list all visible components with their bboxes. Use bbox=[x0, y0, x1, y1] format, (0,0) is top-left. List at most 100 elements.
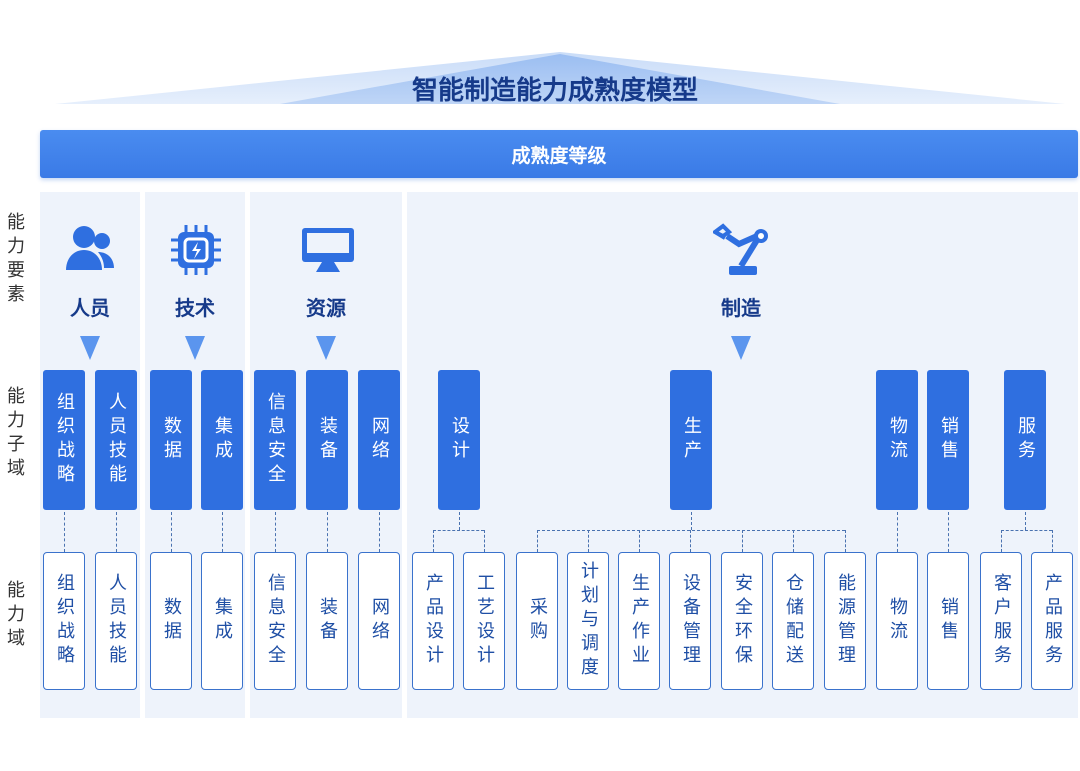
subdomain-box-label: 信息安全 bbox=[265, 392, 286, 488]
subdomain-box: 销售 bbox=[927, 370, 969, 510]
domain-box-label: 产品设计 bbox=[423, 573, 444, 669]
connector-line bbox=[484, 530, 485, 552]
domain-box: 物流 bbox=[876, 552, 918, 690]
element-label-manufacturing: 制造 bbox=[721, 296, 761, 320]
connector-line bbox=[433, 530, 434, 552]
subdomain-box-label: 网络 bbox=[369, 416, 390, 464]
row-label-domains: 能力域 bbox=[2, 580, 26, 660]
connector-line bbox=[639, 530, 640, 552]
domain-box-label: 人员技能 bbox=[106, 573, 127, 669]
connector-line bbox=[1025, 512, 1026, 530]
connector-line bbox=[537, 530, 538, 552]
connector-line bbox=[897, 512, 898, 552]
subdomain-box-label: 数据 bbox=[161, 416, 182, 464]
robot-arm-icon bbox=[713, 223, 768, 275]
element-label-people: 人员 bbox=[70, 296, 110, 320]
subdomain-box: 信息安全 bbox=[254, 370, 296, 510]
domain-box-label: 数据 bbox=[161, 597, 182, 645]
connector-line bbox=[690, 530, 691, 552]
connector-line bbox=[459, 512, 460, 530]
chip-icon bbox=[171, 225, 221, 275]
subdomain-box: 设计 bbox=[438, 370, 480, 510]
row-label-text: 能力域 bbox=[4, 580, 25, 652]
domain-box-label: 设备管理 bbox=[680, 573, 701, 669]
arrow-down-icon bbox=[185, 336, 205, 360]
subdomain-box-label: 销售 bbox=[938, 416, 959, 464]
maturity-level-bar: 成熟度等级 bbox=[40, 130, 1078, 178]
subdomain-box: 集成 bbox=[201, 370, 243, 510]
connector-line bbox=[1001, 530, 1052, 531]
arrow-down-icon bbox=[80, 336, 100, 360]
domain-box-label: 物流 bbox=[887, 597, 908, 645]
domain-box: 产品服务 bbox=[1031, 552, 1073, 690]
row-label-elements: 能力要素 bbox=[2, 212, 26, 316]
domain-box-label: 销售 bbox=[938, 597, 959, 645]
connector-line bbox=[845, 530, 846, 552]
subdomain-box: 生产 bbox=[670, 370, 712, 510]
domain-box: 生产作业 bbox=[618, 552, 660, 690]
domain-box: 计划与调度 bbox=[567, 552, 609, 690]
element-label-technology: 技术 bbox=[175, 296, 215, 320]
subdomain-box-label: 装备 bbox=[317, 416, 338, 464]
domain-box-label: 采购 bbox=[527, 597, 548, 645]
connector-line bbox=[793, 530, 794, 552]
domain-box-label: 生产作业 bbox=[629, 573, 650, 669]
subdomain-box-label: 服务 bbox=[1015, 416, 1036, 464]
domain-box: 客户服务 bbox=[980, 552, 1022, 690]
domain-box-label: 集成 bbox=[212, 597, 233, 645]
arrow-down-icon bbox=[731, 336, 751, 360]
connector-line bbox=[1001, 530, 1002, 552]
domain-box: 销售 bbox=[927, 552, 969, 690]
arrow-down-icon bbox=[316, 336, 336, 360]
domain-box: 产品设计 bbox=[412, 552, 454, 690]
element-label-resources: 资源 bbox=[306, 296, 346, 320]
domain-box-label: 网络 bbox=[369, 597, 390, 645]
domain-box: 组织战略 bbox=[43, 552, 85, 690]
domain-box: 人员技能 bbox=[95, 552, 137, 690]
connector-line bbox=[588, 530, 589, 552]
domain-box-label: 计划与调度 bbox=[578, 561, 599, 681]
subdomain-box: 组织战略 bbox=[43, 370, 85, 510]
domain-box: 安全环保 bbox=[721, 552, 763, 690]
row-label-subdomains: 能力子域 bbox=[2, 386, 26, 490]
domain-box: 设备管理 bbox=[669, 552, 711, 690]
domain-box: 信息安全 bbox=[254, 552, 296, 690]
domain-box: 数据 bbox=[150, 552, 192, 690]
domain-box-label: 安全环保 bbox=[732, 573, 753, 669]
row-label-text: 能力要素 bbox=[4, 212, 25, 308]
row-label-text: 能力子域 bbox=[4, 386, 25, 482]
domain-box: 网络 bbox=[358, 552, 400, 690]
connector-line bbox=[1052, 530, 1053, 552]
domain-box-label: 组织战略 bbox=[54, 573, 75, 669]
domain-box-label: 能源管理 bbox=[835, 573, 856, 669]
subdomain-box-label: 组织战略 bbox=[54, 392, 75, 488]
connector-line bbox=[116, 512, 117, 552]
subdomain-box-label: 生产 bbox=[681, 416, 702, 464]
subdomain-box: 装备 bbox=[306, 370, 348, 510]
domain-box: 工艺设计 bbox=[463, 552, 505, 690]
connector-line bbox=[433, 530, 484, 531]
domain-box: 能源管理 bbox=[824, 552, 866, 690]
connector-line bbox=[275, 512, 276, 552]
connector-line bbox=[327, 512, 328, 552]
domain-box-label: 仓储配送 bbox=[783, 573, 804, 669]
subdomain-box-label: 设计 bbox=[449, 416, 470, 464]
domain-box-label: 信息安全 bbox=[265, 573, 286, 669]
subdomain-box-label: 人员技能 bbox=[106, 392, 127, 488]
connector-line bbox=[64, 512, 65, 552]
page-title: 智能制造能力成熟度模型 bbox=[411, 76, 698, 106]
connector-line bbox=[948, 512, 949, 552]
domain-box: 集成 bbox=[201, 552, 243, 690]
domain-box: 仓储配送 bbox=[772, 552, 814, 690]
connector-line bbox=[222, 512, 223, 552]
domain-box: 装备 bbox=[306, 552, 348, 690]
connector-line bbox=[537, 530, 845, 531]
connector-line bbox=[691, 512, 692, 530]
subdomain-box-label: 物流 bbox=[887, 416, 908, 464]
subdomain-box: 服务 bbox=[1004, 370, 1046, 510]
monitor-icon bbox=[302, 228, 354, 272]
domain-box-label: 产品服务 bbox=[1042, 573, 1063, 669]
subdomain-box: 网络 bbox=[358, 370, 400, 510]
domain-box-label: 客户服务 bbox=[991, 573, 1012, 669]
connector-line bbox=[379, 512, 380, 552]
